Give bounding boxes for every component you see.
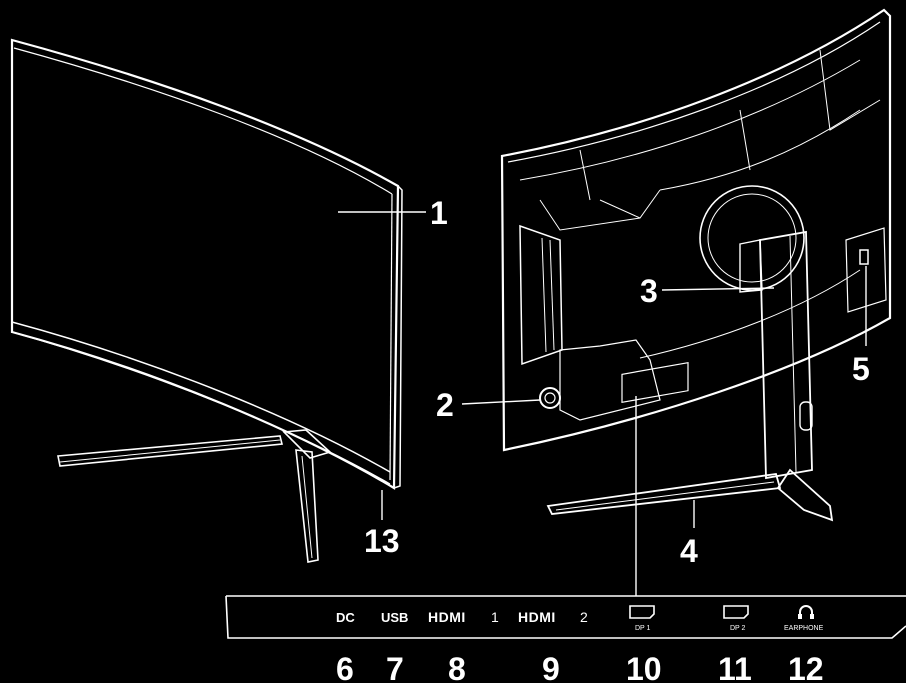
callout-3: 3 [640, 273, 658, 309]
port-panel [225, 595, 906, 639]
callout-2: 2 [436, 387, 454, 423]
callout-12: 12 [788, 651, 824, 683]
callout-1: 1 [430, 195, 448, 231]
port-label-hdmi1: HDMI [428, 609, 466, 625]
callout-5: 5 [852, 351, 870, 387]
port-label-usb: USB [381, 610, 408, 625]
callout-8: 8 [448, 651, 466, 683]
port-label-dc: DC [336, 610, 355, 625]
callout-4: 4 [680, 533, 698, 569]
port-label-dp1: DP 1 [635, 625, 651, 632]
callout-7: 7 [386, 651, 404, 683]
callout-6: 6 [336, 651, 354, 683]
callout-13: 13 [364, 523, 400, 559]
callout-11: 11 [718, 651, 752, 683]
displayport-icon [629, 605, 655, 619]
callout-9: 9 [542, 651, 560, 683]
rear-monitor [500, 8, 892, 522]
port-label-hdmi1-number: 1 [491, 609, 499, 625]
port-label-hdmi2: HDMI [518, 609, 556, 625]
front-monitor [10, 38, 403, 563]
displayport-icon [723, 605, 749, 619]
port-label-hdmi2-number: 2 [580, 609, 588, 625]
port-label-dp2: DP 2 [730, 625, 746, 632]
port-label-earphone: EARPHONE [784, 625, 824, 632]
headphone-icon [798, 605, 814, 619]
leader-lines [338, 211, 867, 596]
callout-10: 10 [626, 651, 662, 683]
